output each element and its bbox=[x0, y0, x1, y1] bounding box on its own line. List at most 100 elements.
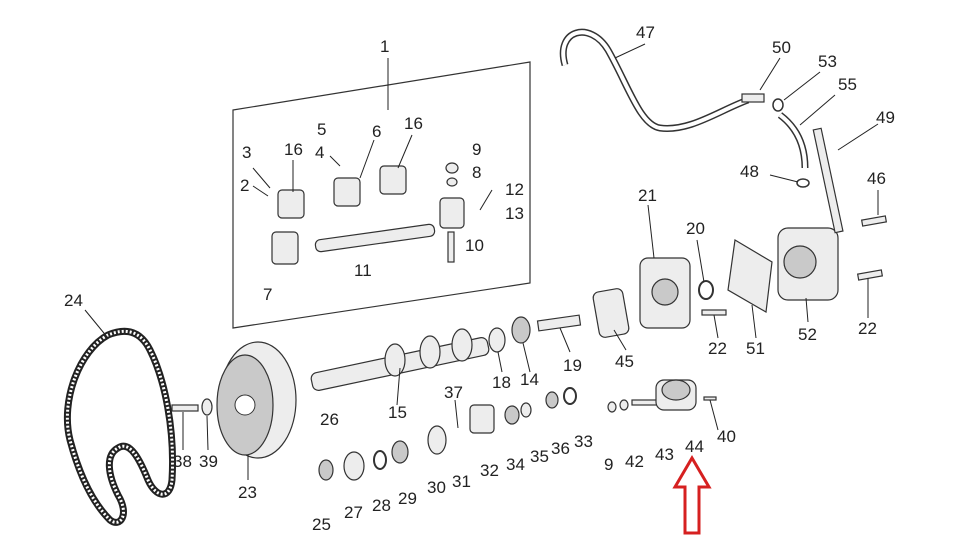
rocker-assembly-frame bbox=[232, 61, 531, 329]
label-31: 31 bbox=[452, 472, 471, 491]
label-20: 20 bbox=[686, 219, 705, 238]
label-38: 38 bbox=[173, 452, 192, 471]
label-26: 26 bbox=[320, 410, 339, 429]
fitting-part bbox=[741, 93, 765, 103]
label-37: 37 bbox=[444, 383, 463, 402]
label-12: 12 bbox=[505, 180, 524, 199]
label-16a: 16 bbox=[284, 140, 303, 159]
washer-9-part bbox=[446, 177, 458, 187]
cam-lobe-1 bbox=[384, 343, 406, 377]
label-18: 18 bbox=[492, 373, 511, 392]
bolt-part bbox=[171, 404, 199, 412]
part-labels: 1 2 3 4 5 6 7 8 9 10 11 12 13 14 15 16 1… bbox=[64, 23, 895, 534]
pin-40-part bbox=[703, 396, 717, 401]
label-4: 4 bbox=[315, 143, 324, 162]
label-30: 30 bbox=[427, 478, 446, 497]
label-10: 10 bbox=[465, 236, 484, 255]
label-44: 44 bbox=[685, 437, 704, 456]
label-40: 40 bbox=[717, 427, 736, 446]
label-46: 46 bbox=[867, 169, 886, 188]
nut-part bbox=[445, 162, 459, 174]
callout-arrow bbox=[672, 455, 712, 535]
label-45: 45 bbox=[615, 352, 634, 371]
label-5: 5 bbox=[317, 120, 326, 139]
bearing-part bbox=[488, 327, 506, 353]
label-51: 51 bbox=[746, 339, 765, 358]
label-9b: 9 bbox=[604, 455, 613, 474]
o-ring-part bbox=[698, 280, 714, 300]
label-7: 7 bbox=[263, 285, 272, 304]
label-34: 34 bbox=[506, 455, 525, 474]
rocker-arm-mid bbox=[333, 177, 361, 207]
rocker-block-right bbox=[439, 197, 465, 229]
ring-35-part bbox=[520, 402, 532, 418]
ring-48-part bbox=[796, 178, 810, 188]
seal-25-part bbox=[318, 459, 334, 481]
label-32: 32 bbox=[480, 461, 499, 480]
clamp-part bbox=[772, 98, 784, 112]
label-15: 15 bbox=[388, 403, 407, 422]
gasket-part bbox=[592, 288, 630, 338]
bearing-29-part bbox=[391, 440, 409, 464]
gear-32-part bbox=[469, 404, 495, 434]
label-29: 29 bbox=[398, 489, 417, 508]
washer-9b-part bbox=[607, 401, 617, 413]
label-22b: 22 bbox=[858, 319, 877, 338]
short-hose-inner bbox=[778, 113, 807, 169]
timing-belt-part bbox=[63, 327, 176, 526]
label-33: 33 bbox=[574, 432, 593, 451]
label-19: 19 bbox=[563, 356, 582, 375]
label-43: 43 bbox=[655, 445, 674, 464]
bolt-46-part bbox=[860, 215, 888, 227]
bearing-36-part bbox=[545, 391, 559, 409]
rocker-arm-left bbox=[277, 189, 305, 219]
strap-part bbox=[812, 127, 844, 234]
label-21: 21 bbox=[638, 186, 657, 205]
label-50: 50 bbox=[772, 38, 791, 57]
housing-bore bbox=[651, 278, 679, 306]
label-8: 8 bbox=[472, 163, 481, 182]
label-49: 49 bbox=[876, 108, 895, 127]
label-22a: 22 bbox=[708, 339, 727, 358]
drive-shaft-part bbox=[536, 314, 582, 332]
label-9: 9 bbox=[472, 140, 481, 159]
ring-33-part bbox=[563, 387, 577, 405]
rocker-shaft-part bbox=[314, 223, 436, 253]
rocker-arm-right bbox=[379, 165, 407, 195]
leader-lines bbox=[84, 43, 879, 480]
ring-28-part bbox=[373, 450, 387, 470]
label-11: 11 bbox=[354, 261, 372, 280]
tensioner-wheel bbox=[661, 379, 691, 401]
label-13: 13 bbox=[505, 204, 524, 223]
bearing-ring-part bbox=[511, 316, 531, 344]
label-23: 23 bbox=[238, 483, 257, 502]
hose-inner bbox=[561, 30, 749, 131]
pulley-hub bbox=[234, 394, 256, 416]
label-25: 25 bbox=[312, 515, 331, 534]
rocker-block-left bbox=[271, 231, 299, 265]
seal-27-part bbox=[343, 451, 365, 481]
label-3: 3 bbox=[242, 143, 251, 162]
label-6: 6 bbox=[372, 122, 381, 141]
washer-42-part bbox=[619, 399, 629, 411]
cover-gasket-part bbox=[727, 239, 773, 313]
label-28: 28 bbox=[372, 496, 391, 515]
label-39: 39 bbox=[199, 452, 218, 471]
cam-lobe-2 bbox=[419, 335, 441, 369]
screw-part bbox=[701, 309, 727, 316]
label-24: 24 bbox=[64, 291, 83, 310]
label-53: 53 bbox=[818, 52, 837, 71]
label-14: 14 bbox=[520, 370, 539, 389]
label-52: 52 bbox=[798, 325, 817, 344]
cam-lobe-3 bbox=[451, 328, 473, 362]
label-42: 42 bbox=[625, 452, 644, 471]
label-16b: 16 bbox=[404, 114, 423, 133]
pin-part bbox=[447, 231, 455, 263]
label-55: 55 bbox=[838, 75, 857, 94]
label-47: 47 bbox=[636, 23, 655, 42]
label-2: 2 bbox=[240, 176, 249, 195]
bearing-34-part bbox=[504, 405, 520, 425]
cover-impeller bbox=[783, 245, 817, 279]
washer-part bbox=[201, 398, 213, 416]
